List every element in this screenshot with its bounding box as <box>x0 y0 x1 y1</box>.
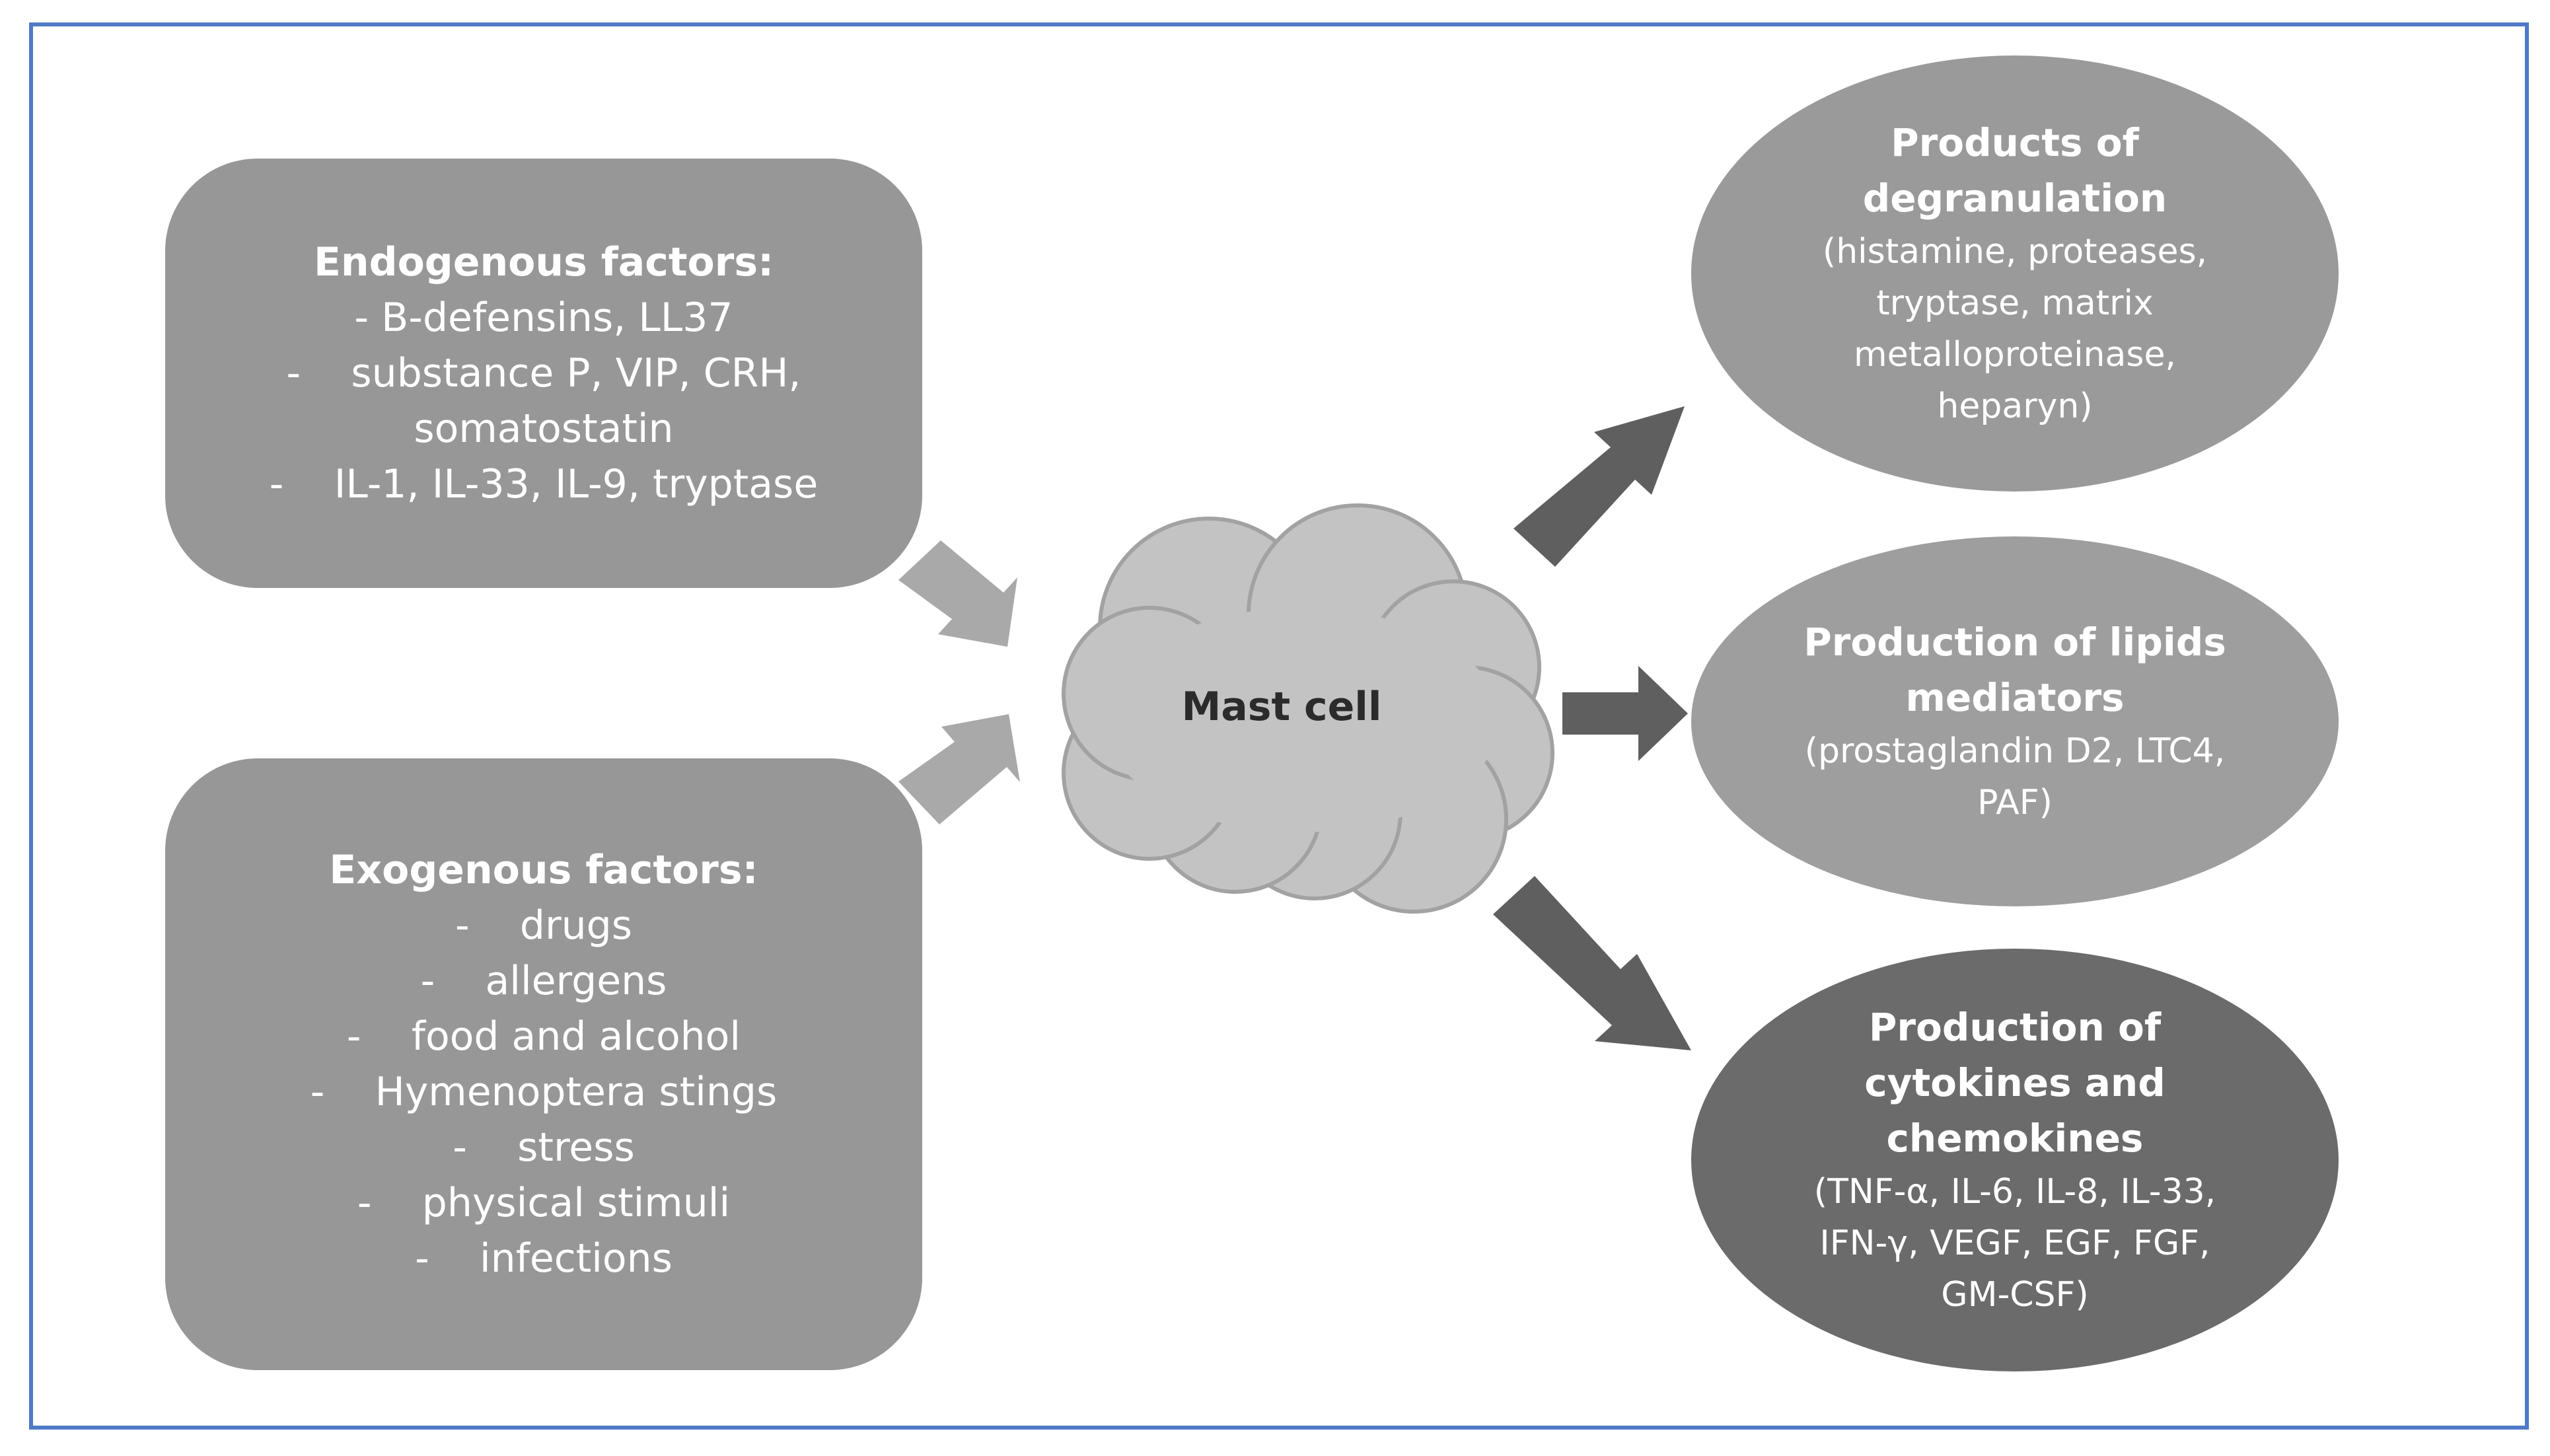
degranulation-ellipse: Products of degranulation (histamine, pr… <box>1691 55 2339 491</box>
endogenous-item: - IL-1, IL-33, IL-9, tryptase <box>269 461 819 507</box>
lipids-detail: (prostaglandin D2, LTC4, PAF) <box>1804 731 2226 822</box>
exogenous-factors-box: Exogenous factors: - drugs - allergens -… <box>165 758 922 1370</box>
cytokines-arrow <box>1493 876 1691 1050</box>
endogenous-item: - B-defensins, LL37 <box>354 295 733 341</box>
lipids-arrow <box>1562 666 1688 761</box>
exogenous-item: - drugs <box>455 902 633 949</box>
endogenous-item: somatostatin <box>414 406 674 452</box>
exogenous-arrow <box>898 714 1020 824</box>
endogenous-title: Endogenous factors: <box>313 239 774 285</box>
exogenous-item: - infections <box>415 1235 673 1282</box>
exogenous-item: - food and alcohol <box>346 1013 741 1060</box>
exogenous-item: - Hymenoptera stings <box>310 1069 778 1115</box>
endogenous-factors-box: Endogenous factors: - B-defensins, LL37 … <box>165 159 922 588</box>
exogenous-item: - stress <box>453 1124 635 1171</box>
degranulation-title: Products of degranulation <box>1862 120 2168 221</box>
cytokines-ellipse: Production of cytokines and chemokines (… <box>1691 949 2339 1371</box>
cytokines-detail: (TNF-α, IL-6, IL-8, IL-33, IFN-γ, VEGF, … <box>1813 1172 2216 1315</box>
exogenous-item: - physical stimuli <box>357 1180 731 1226</box>
endogenous-arrow <box>898 540 1017 647</box>
exogenous-title: Exogenous factors: <box>329 847 758 893</box>
endogenous-item: - substance P, VIP, CRH, <box>286 350 801 396</box>
degranulation-arrow <box>1513 406 1685 567</box>
lipids-title: Production of lipids mediators <box>1803 620 2226 720</box>
degranulation-detail: (histamine, proteases, tryptase, matrix … <box>1822 232 2208 426</box>
cytokines-title: Production of cytokines and chemokines <box>1864 1005 2166 1161</box>
mast-cell-label: Mast cell <box>1181 684 1382 730</box>
lipids-ellipse: Production of lipids mediators (prostagl… <box>1691 536 2339 906</box>
exogenous-item: - allergens <box>420 958 667 1004</box>
